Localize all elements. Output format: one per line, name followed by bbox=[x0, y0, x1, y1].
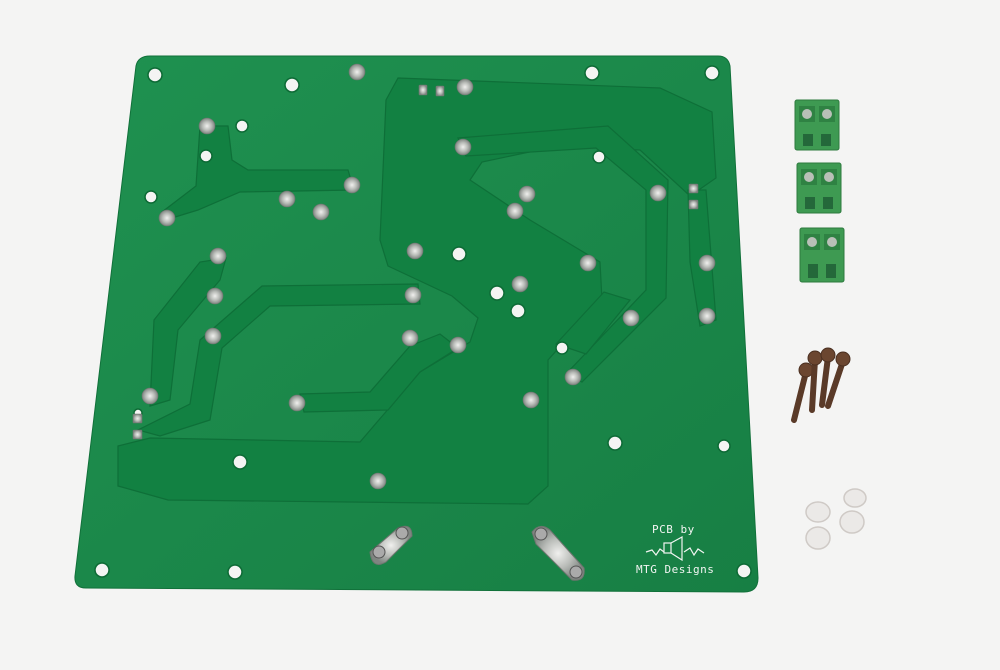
silkscreen-line2: MTG Designs bbox=[636, 563, 715, 576]
slot-pads bbox=[369, 525, 585, 581]
silkscreen-line1: PCB by bbox=[652, 523, 695, 536]
solder-pads bbox=[132, 63, 716, 490]
through-holes bbox=[94, 65, 752, 580]
screws bbox=[791, 347, 851, 423]
terminal-blocks bbox=[794, 99, 845, 283]
spacers bbox=[805, 488, 867, 550]
speaker-with-waveform-icon bbox=[645, 535, 705, 562]
